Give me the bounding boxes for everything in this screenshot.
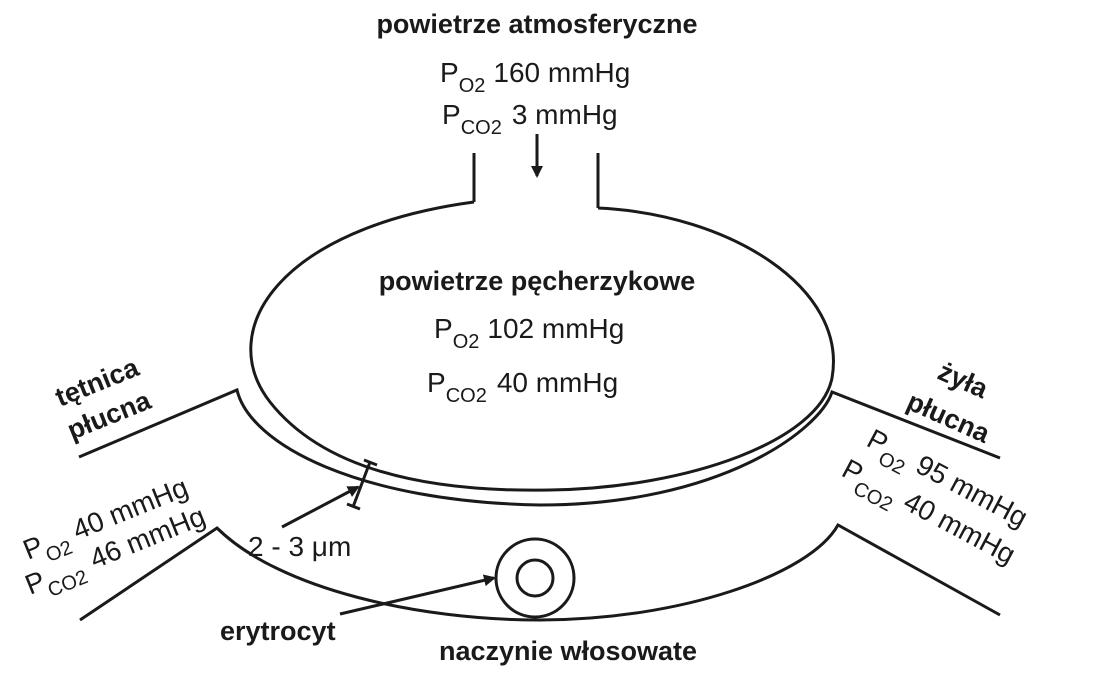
vein-label-line1: żyła [934, 356, 994, 405]
alveolar-air-title: powietrze pęcherzykowe [379, 266, 696, 296]
capillary-wall-outer [79, 522, 1001, 622]
thickness-tick-bottom [346, 502, 361, 511]
erythrocyte-pointer-arrow [339, 574, 496, 616]
thickness-pointer-arrow [281, 485, 360, 529]
thickness-bar [351, 461, 372, 508]
erythrocyte-label: erytrocyt [220, 616, 336, 646]
erythrocyte-inner [515, 558, 555, 598]
atmospheric-air-title: powietrze atmosferyczne [376, 9, 697, 39]
capillary-label: naczynie włosowate [439, 636, 697, 666]
svg-text:PCO240 mmHg: PCO240 mmHg [427, 367, 618, 407]
erythrocyte-outer [494, 537, 576, 619]
thickness-tick-top [363, 458, 378, 467]
capillary-wall-inner [78, 387, 1001, 507]
alveolus-outline [249, 200, 835, 492]
thickness-label: 2 - 3 μm [248, 531, 351, 562]
